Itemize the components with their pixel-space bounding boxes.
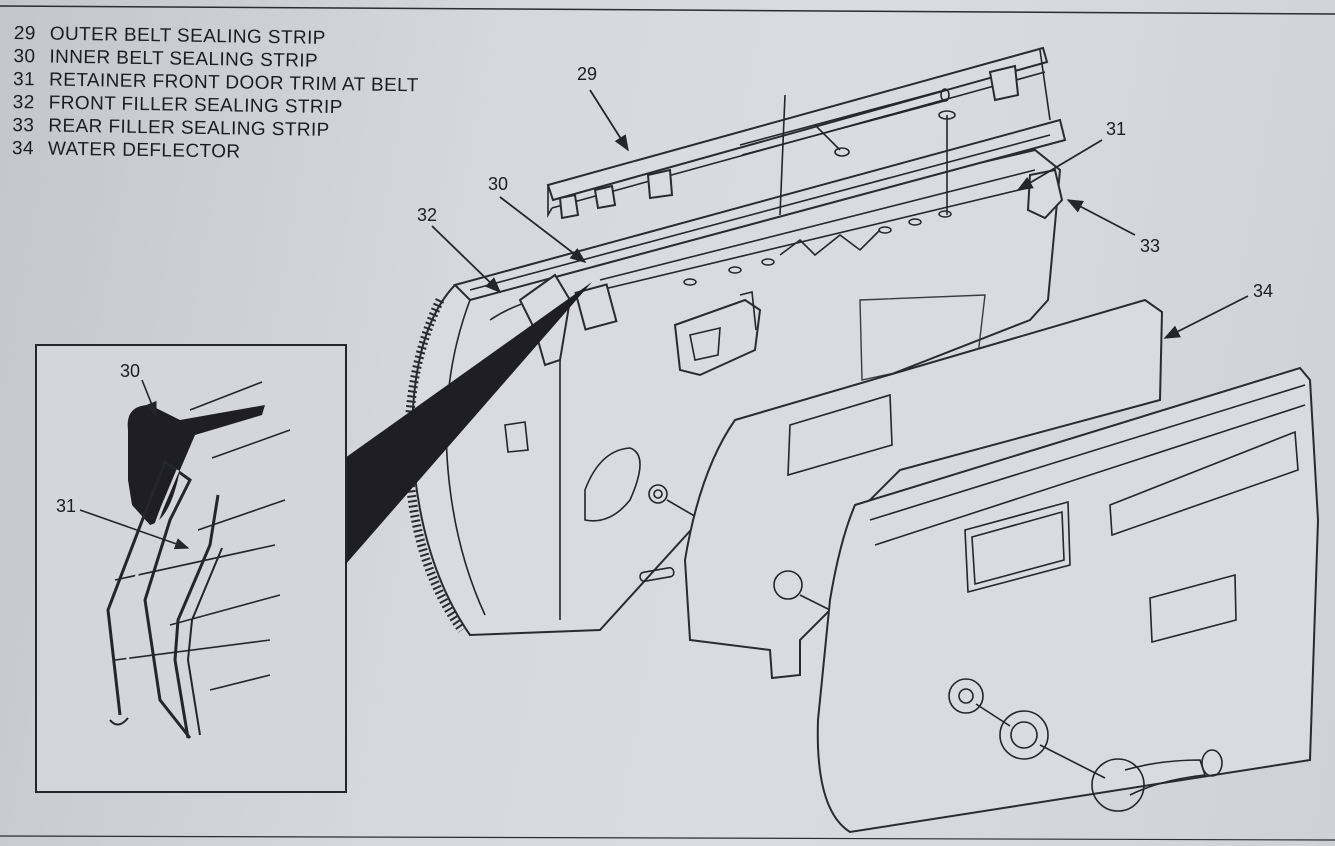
callout-34: 34 — [1253, 281, 1273, 301]
detail-callout-30: 30 — [120, 361, 140, 381]
outer-belt-strip — [546, 46, 1051, 220]
callout-leaders — [431, 89, 1249, 339]
callout-32: 32 — [417, 205, 437, 225]
door-handle-mechanism — [673, 291, 762, 377]
door-trim-panel — [816, 366, 1320, 834]
belt-rail — [453, 118, 1067, 367]
callout-30: 30 — [488, 174, 508, 194]
callout-33: 33 — [1140, 236, 1160, 256]
detail-inset: 30 31 — [35, 344, 347, 793]
detail-callout-31: 31 — [56, 496, 76, 516]
water-deflector — [683, 298, 1164, 680]
callout-29: 29 — [577, 64, 597, 84]
callout-31: 31 — [1106, 119, 1126, 139]
detail-wedge — [345, 282, 592, 565]
